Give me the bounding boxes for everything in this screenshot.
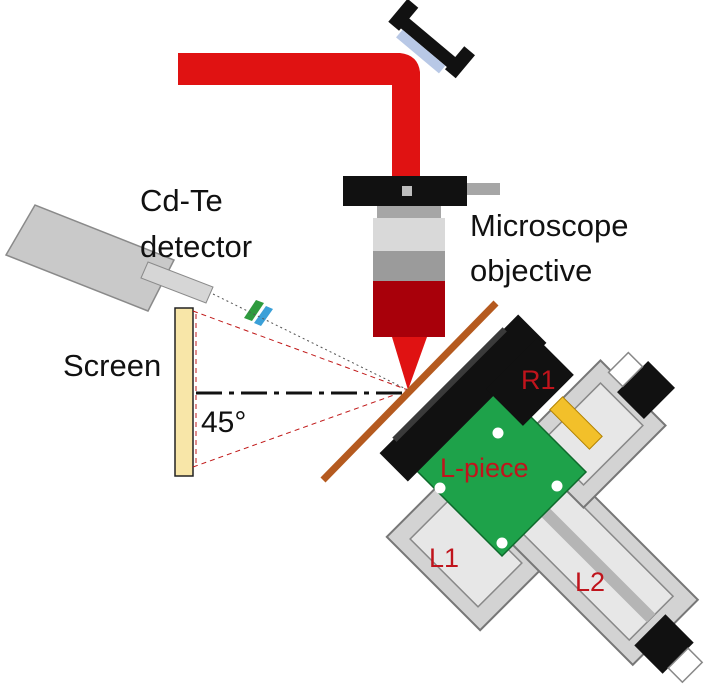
micrometer-bottom	[634, 614, 704, 684]
l-piece-screws	[434, 427, 563, 549]
r1-label: R1	[521, 365, 556, 395]
stage-assembly	[379, 314, 704, 684]
microscope-objective	[343, 176, 500, 390]
r1-block	[486, 338, 574, 426]
rotation-mount	[379, 314, 547, 482]
objective-label-line2: objective	[470, 253, 592, 288]
l-piece-label: L-piece	[440, 453, 529, 483]
cdte-detector	[4, 204, 273, 326]
diffraction-lines	[192, 310, 409, 468]
sample-plate	[320, 300, 499, 483]
screen-label: Screen	[63, 348, 161, 383]
laser-beam	[178, 53, 420, 182]
screen-plate	[174, 307, 194, 477]
detector-label-line1: Cd-Te	[140, 183, 223, 218]
yellow-adjuster	[549, 396, 603, 450]
angle-label: 45°	[201, 406, 246, 439]
micrometer-top	[607, 351, 676, 420]
l2-label: L2	[575, 567, 605, 597]
objective-label-line1: Microscope	[470, 208, 629, 243]
detector-label-line2: detector	[140, 229, 252, 264]
l1-label: L1	[429, 543, 459, 573]
turning-mirror	[388, 0, 475, 79]
detector-line	[212, 293, 409, 391]
